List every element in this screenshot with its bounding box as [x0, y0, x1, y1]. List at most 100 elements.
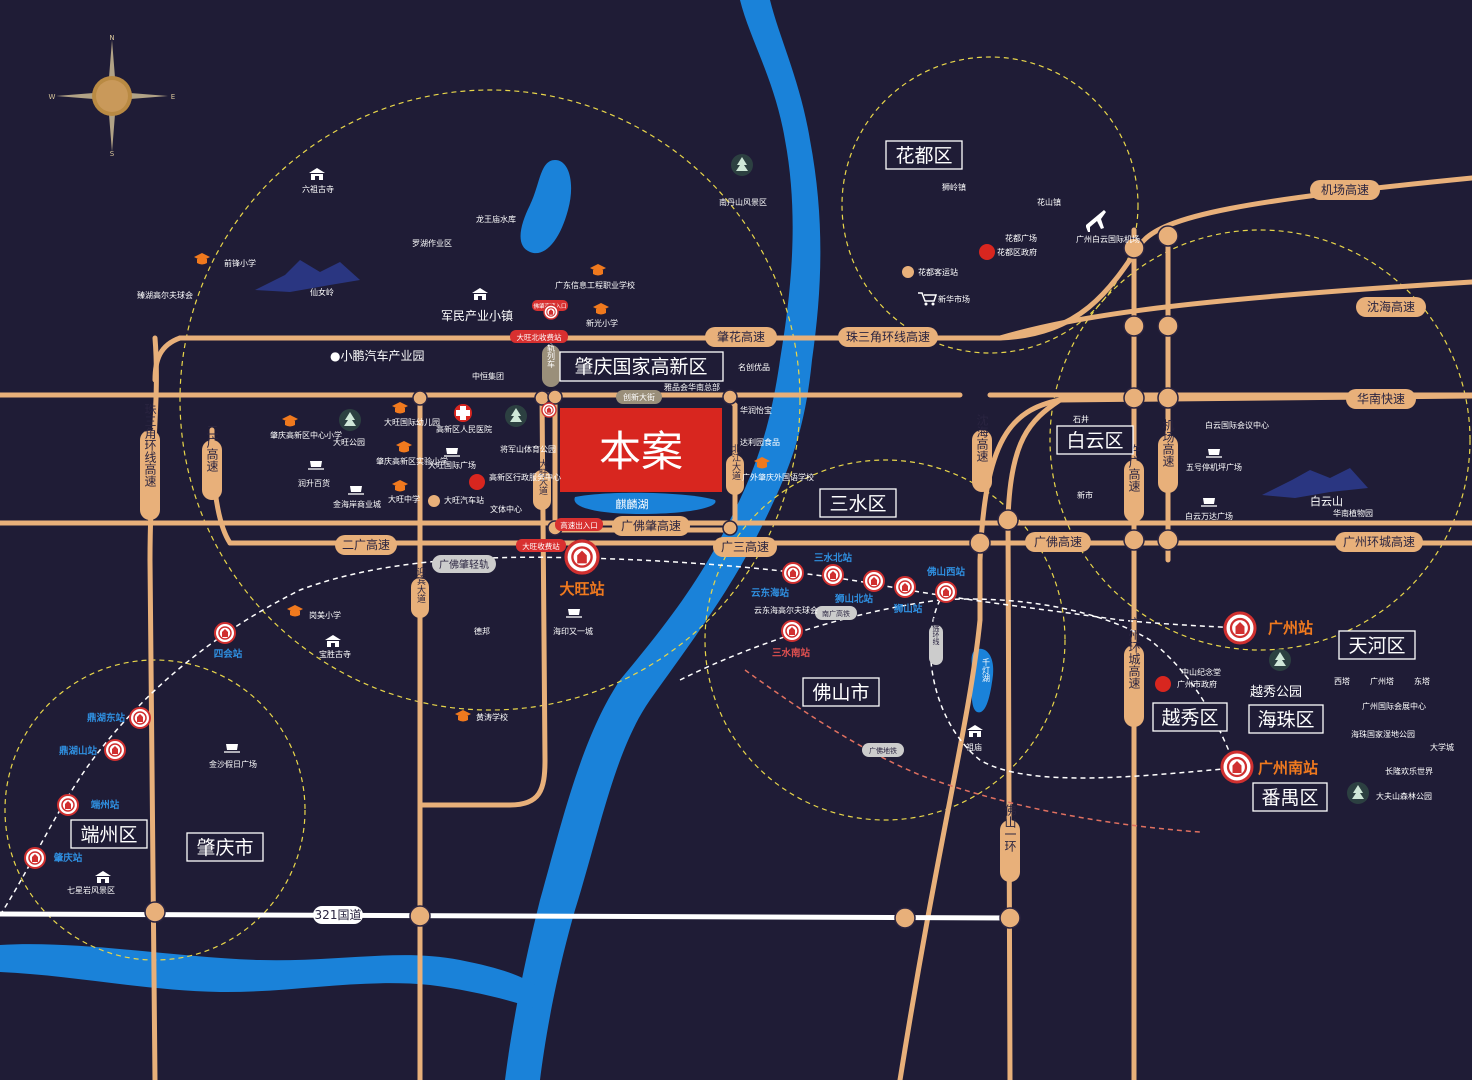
- district-tianhe: 天河区: [1348, 635, 1405, 657]
- poi-jinhai: 金海岸商业城: [333, 499, 381, 509]
- rail-lines: [0, 556, 1241, 916]
- poi-nandan: 南丹山风景区: [719, 197, 767, 207]
- toll-exit: 高速出入口: [560, 520, 598, 530]
- cup-icon: [565, 608, 583, 618]
- poi-xinshi: 新市: [1077, 490, 1093, 500]
- poi-dafushan: 大夫山森林公园: [1376, 791, 1432, 801]
- district-sanshui: 三水区: [829, 493, 886, 515]
- poi-changlong: 长隆欢乐世界: [1385, 766, 1433, 776]
- lake-label: 麒麟湖: [616, 497, 649, 511]
- road-label-guangfo-huan: 广佛环线: [932, 616, 940, 645]
- poi-runsheng: 润升百货: [298, 478, 330, 488]
- cup-icon: [347, 485, 365, 495]
- rail-icon: [935, 581, 957, 603]
- poi-huadugc: 花都广场: [1005, 233, 1037, 243]
- poi-rmyy: 高新区人民医院: [436, 424, 492, 434]
- district-foshan: 佛山市: [812, 682, 869, 704]
- school-icon: [287, 605, 303, 617]
- school-icon: [590, 264, 606, 276]
- station-dinghudong: 鼎湖东站: [87, 712, 126, 724]
- poi-debang: 德邦: [474, 626, 490, 636]
- road-label-zhaohua: 肇花高速: [717, 329, 765, 344]
- poi-huangtao: 黄涛学校: [476, 712, 508, 722]
- school-icon: [282, 415, 298, 427]
- cup-icon: [307, 460, 325, 470]
- road-label-guanghuan: 广州环城高速: [1343, 534, 1415, 549]
- poi-huadukc: 花都客运站: [918, 267, 958, 277]
- poi-dwzx: 大旺中学: [388, 494, 420, 504]
- project-label: 本案: [599, 427, 683, 476]
- rail-icon: [1223, 611, 1257, 645]
- compass-s: S: [110, 150, 115, 158]
- road-label-dawang: 大旺大道: [537, 458, 548, 496]
- poi-zhengwu: 高新区行政服务中心: [489, 472, 561, 482]
- temple-icon: [309, 168, 325, 180]
- district-baiyun: 白云区: [1066, 430, 1123, 452]
- poi-liuzu: 六祖古寺: [302, 184, 334, 194]
- rail-icon: [781, 620, 803, 642]
- station-yundonghai: 云东海站: [751, 587, 790, 599]
- cup-icon: [443, 447, 461, 457]
- road-label-shenhai: 沈海高速: [1367, 299, 1415, 314]
- compass-n: N: [109, 34, 114, 42]
- district-huadu: 花都区: [895, 145, 952, 167]
- poi-baosheng: 宝胜古寺: [319, 649, 351, 659]
- compass-e: E: [171, 93, 175, 101]
- mountain-icon: [255, 260, 360, 292]
- district-gaoxin: 肇庆国家高新区: [574, 356, 707, 378]
- station-duanzhou: 端州站: [91, 799, 120, 811]
- road-label-chuangxin: 创新大街: [623, 392, 655, 402]
- poi-longwang: 龙王庙水库: [476, 214, 516, 224]
- rail-icon: [564, 539, 600, 575]
- rail-icon: [129, 707, 151, 729]
- plane-icon: [1086, 210, 1106, 232]
- station-shishanbei: 狮山北站: [834, 593, 874, 605]
- poi-xita: 西塔: [1334, 676, 1350, 686]
- tree-icon: [505, 405, 527, 427]
- tree-icon: [731, 154, 753, 176]
- rail-icon: [24, 847, 46, 869]
- poi-dwgy: 大旺公园: [333, 437, 365, 447]
- poi-mingchuang: 名创优品: [738, 362, 770, 372]
- poi-gzzf: 广州市政府: [1177, 679, 1217, 689]
- mountain-icon: [1262, 468, 1368, 498]
- poi-qiandeng: 千灯湖: [982, 657, 991, 683]
- district-panyu: 番禺区: [1261, 787, 1318, 809]
- school-icon: [455, 710, 471, 722]
- temple-icon: [95, 871, 111, 883]
- school-icon: [392, 480, 408, 492]
- poi-zhongheng: 中恒集团: [472, 371, 504, 381]
- road-label-erguang-v: 二广高速: [205, 424, 219, 472]
- rail-icon: [782, 562, 804, 584]
- road-label-guangfo: 广佛高速: [1034, 534, 1082, 549]
- road-label-shenhai-v: 沈海高速: [975, 413, 989, 462]
- poi-zhongshan: 中山纪念堂: [1181, 667, 1221, 677]
- district-yuexiu: 越秀区: [1161, 707, 1218, 729]
- road-label-sanjiao-v: 珠三角环线高速: [143, 403, 157, 487]
- project-block[interactable]: [560, 408, 722, 492]
- road-321: [0, 911, 1013, 921]
- road-label-guangfozhao: 广佛肇高速: [621, 518, 681, 533]
- road-label-jichang-v: 机场高速: [1161, 419, 1175, 467]
- cup-icon: [1200, 497, 1218, 507]
- road-label-yingbin: 迎宾大道: [415, 566, 426, 604]
- poi-bygj: 白云国际会议中心: [1205, 420, 1269, 430]
- poi-daxuecheng: 大学城: [1430, 742, 1454, 752]
- poi-shiling: 狮岭镇: [942, 182, 966, 192]
- poi-xiannv: 仙女岭: [310, 287, 334, 297]
- tree-icon: [1269, 649, 1291, 671]
- poi-yapin: 雅品会华南总部: [664, 382, 720, 392]
- poi-dongta: 东塔: [1414, 676, 1430, 686]
- district-zhaoqing: 肇庆市: [196, 837, 253, 859]
- poi-junmin: 军民产业小镇: [441, 309, 513, 323]
- station-sanshuinan: 三水南站: [772, 647, 811, 659]
- station-dinghushan: 鼎湖山站: [59, 745, 98, 757]
- road-label-guangzhou-v: 广州环城高速: [1127, 617, 1141, 689]
- poi-xinguang: 新光小学: [586, 318, 618, 328]
- poi-qixing: 七星岩风景区: [67, 885, 115, 895]
- road-label-beijiang: 北江大道: [730, 444, 741, 481]
- poi-huarun: 华润怡宝: [740, 405, 772, 415]
- poi-gangmei: 岗美小学: [309, 610, 341, 620]
- poi-gdxinxi: 广东信息工程职业学校: [555, 280, 635, 290]
